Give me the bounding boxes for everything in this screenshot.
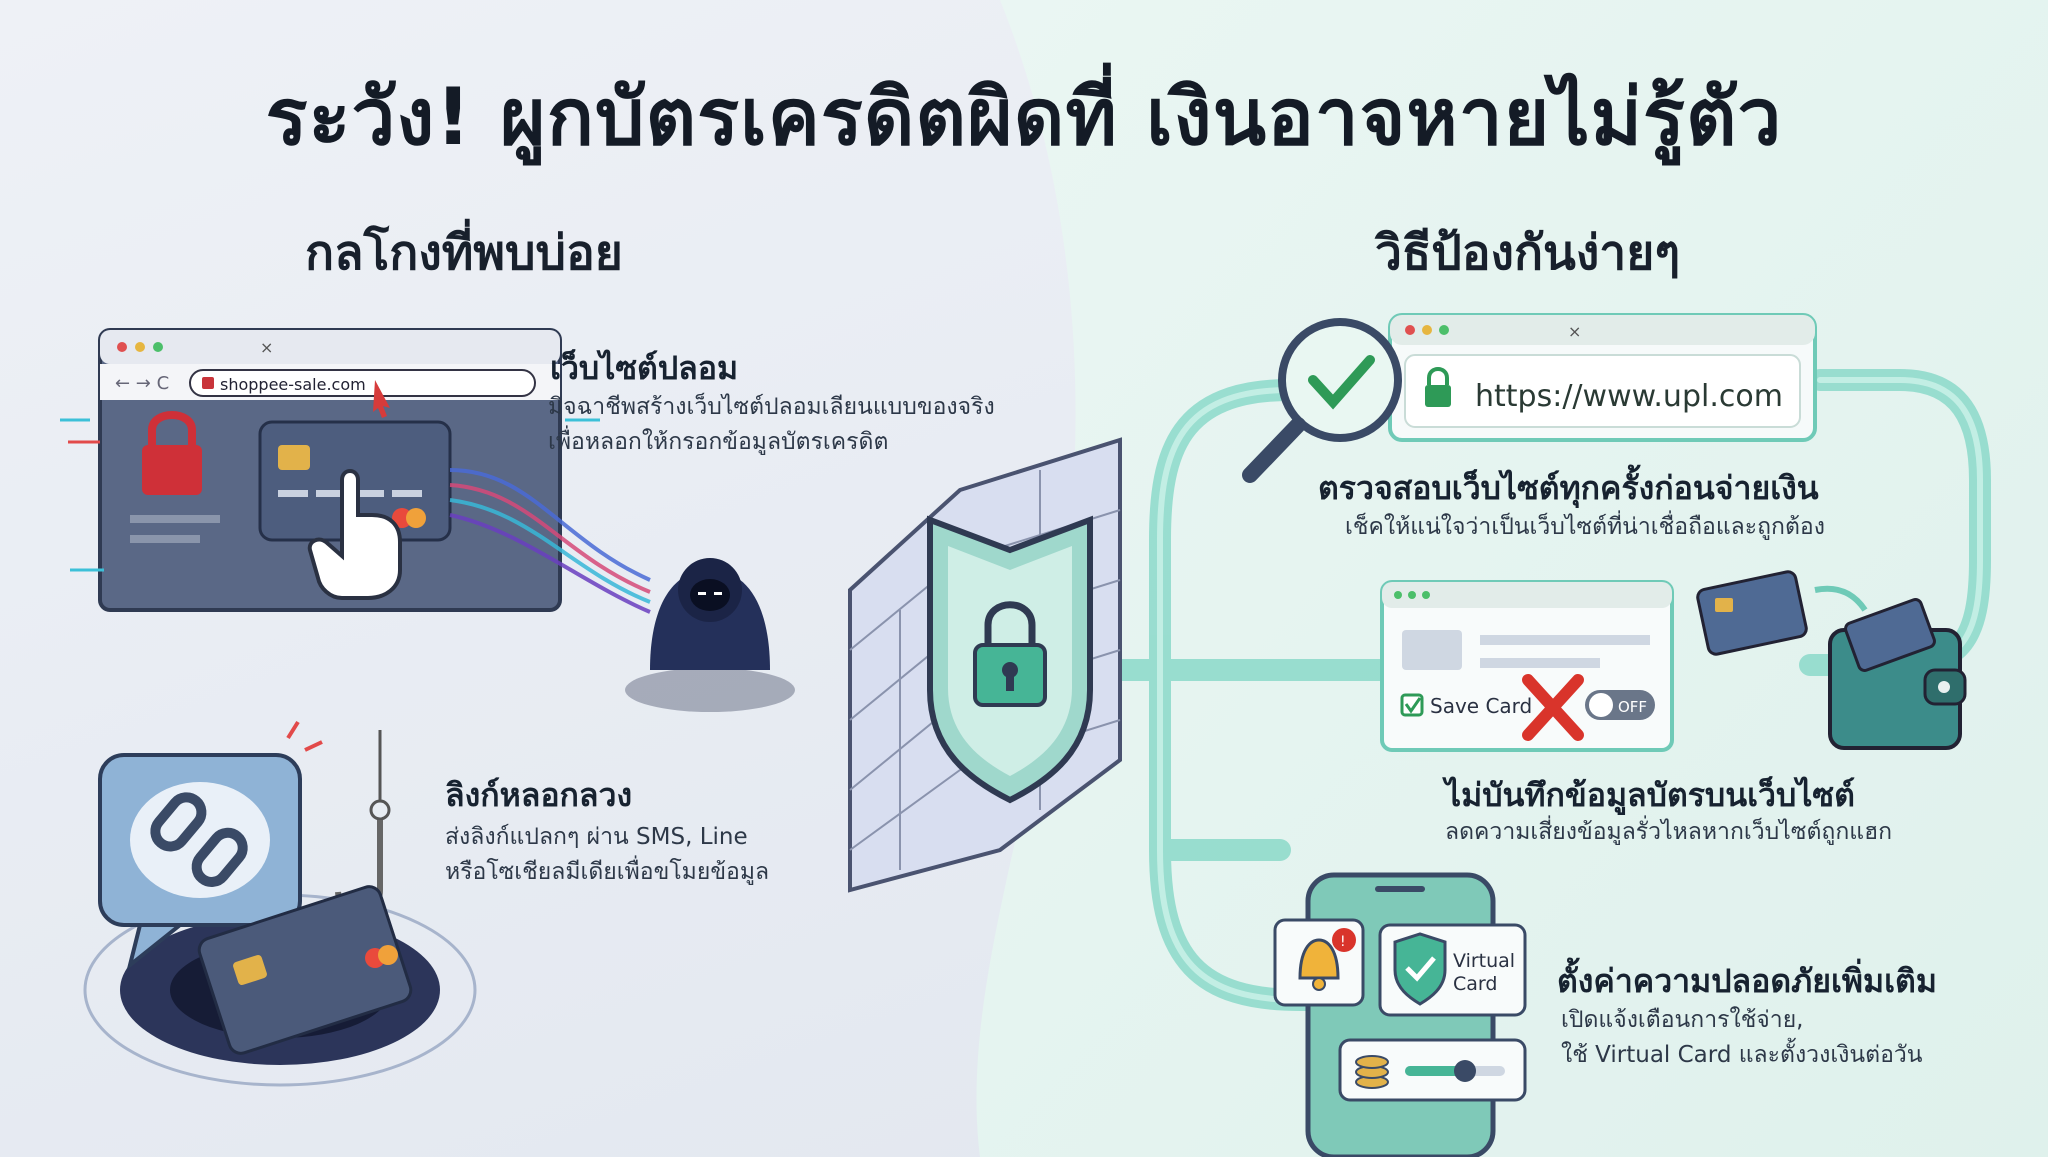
svg-text:← → C: ← → C bbox=[115, 373, 169, 394]
security-settings-desc-1: เปิดแจ้งเตือนการใช้จ่าย, bbox=[1561, 1007, 1804, 1033]
no-save-card-desc: ลดความเสี่ยงข้อมูลรั่วไหลหากเว็บไซต์ถูกแ… bbox=[1445, 819, 1893, 845]
security-settings-illustration: ! Virtual Card bbox=[1273, 872, 1527, 1157]
fake-website-illustration: × ← → C shoppee-sale.com bbox=[60, 328, 795, 712]
secure-url-text: https://www.upl.com bbox=[1475, 379, 1783, 414]
svg-text:×: × bbox=[260, 338, 273, 357]
phishing-link-desc-1: ส่งลิงก์แปลกๆ ผ่าน SMS, Line bbox=[445, 824, 748, 850]
fake-website-title: เว็บไซต์ปลอม bbox=[550, 349, 739, 387]
phishing-link-desc-2: หรือโซเชียลมีเดียเพื่อขโมยข้อมูล bbox=[445, 859, 770, 885]
phishing-link-title: ลิงก์หลอกลวง bbox=[445, 776, 633, 814]
virtual-card-label-1: Virtual bbox=[1453, 950, 1515, 972]
save-card-illustration: Save Card OFF bbox=[1380, 570, 1967, 752]
right-section-heading: วิธีป้องกันง่ายๆ bbox=[1375, 225, 1681, 281]
check-website-illustration: × https://www.upl.com bbox=[1242, 313, 1817, 483]
phishing-link-illustration bbox=[83, 720, 477, 1087]
virtual-card-label-2: Card bbox=[1453, 973, 1497, 995]
check-website-desc: เช็คให้แน่ใจว่าเป็นเว็บไซต์ที่น่าเชื่อถื… bbox=[1345, 514, 1825, 540]
svg-text:!: ! bbox=[1340, 934, 1346, 950]
no-save-card-title: ไม่บันทึกข้อมูลบัตรบนเว็บไซต์ bbox=[1445, 776, 1855, 814]
fake-url-text: shoppee-sale.com bbox=[220, 375, 366, 394]
security-settings-title: ตั้งค่าความปลอดภัยเพิ่มเติม bbox=[1557, 962, 1937, 1000]
save-card-label: Save Card bbox=[1430, 694, 1532, 718]
page-title: ระวัง! ผูกบัตรเครดิตผิดที่ เงินอาจหายไม่… bbox=[265, 73, 1783, 163]
security-shield-wall bbox=[848, 437, 1122, 893]
left-section-heading: กลโกงที่พบบ่อย bbox=[305, 225, 623, 281]
security-settings-desc-2: ใช้ Virtual Card และตั้งวงเงินต่อวัน bbox=[1561, 1042, 1923, 1068]
toggle-off-label: OFF bbox=[1618, 698, 1647, 716]
fake-website-desc-1: มิจฉาชีพสร้างเว็บไซต์ปลอมเลียนแบบของจริง bbox=[548, 394, 995, 420]
check-website-title: ตรวจสอบเว็บไซต์ทุกครั้งก่อนจ่ายเงิน bbox=[1318, 469, 1819, 507]
fake-website-desc-2: เพื่อหลอกให้กรอกข้อมูลบัตรเครดิต bbox=[548, 429, 889, 455]
svg-text:×: × bbox=[1568, 322, 1581, 341]
